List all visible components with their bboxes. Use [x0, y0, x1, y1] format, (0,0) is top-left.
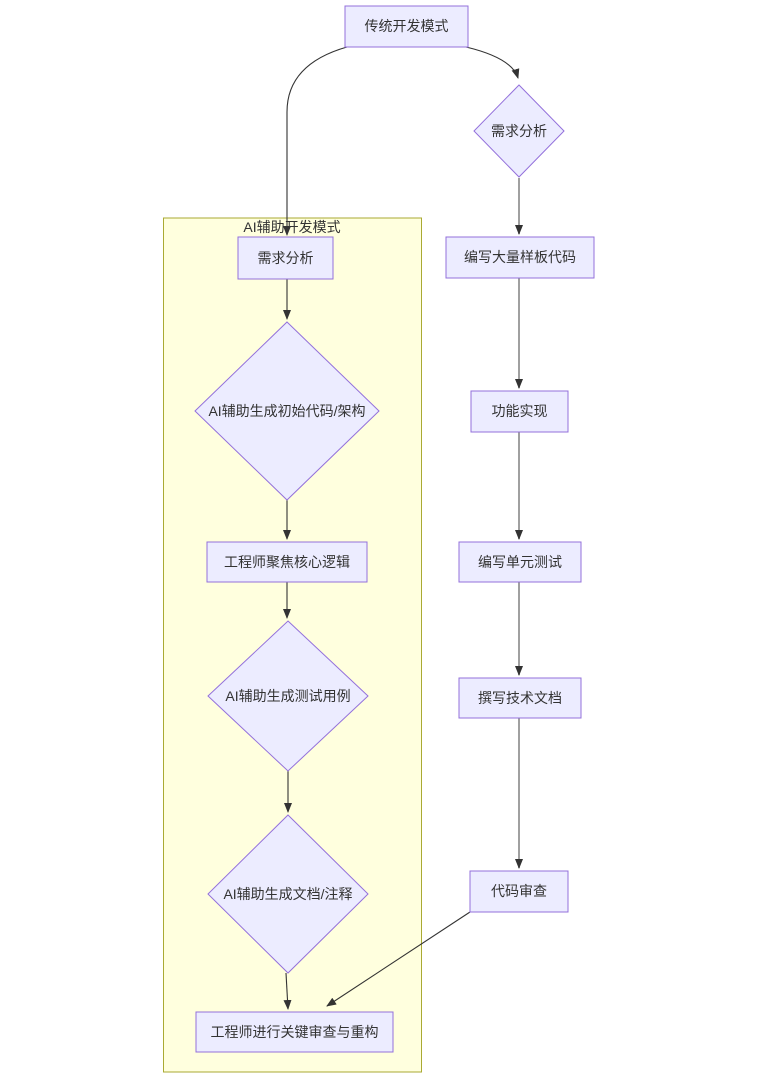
node-ai-core-logic-shape [206, 541, 368, 583]
node-ai-final-review-shape [195, 1011, 394, 1053]
edge-code-review-to-final-review [326, 911, 471, 1007]
node-trad-code-review-shape [469, 870, 569, 913]
node-trad-implementation-shape [470, 390, 569, 433]
node-trad-boilerplate-shape [445, 236, 595, 279]
node-ai-generate-docs-shape [207, 814, 369, 974]
node-ai-generate-tests-shape [207, 620, 369, 772]
node-trad-tech-docs-shape [458, 677, 582, 719]
node-ai-requirements-shape [237, 236, 334, 280]
node-ai-generate-code-shape [194, 321, 380, 501]
node-trad-unit-tests-shape [458, 541, 582, 583]
edge-root-to-trad-requirements [465, 46, 520, 79]
node-trad-requirements-shape [473, 84, 565, 178]
node-traditional-root-shape [344, 5, 469, 48]
edge-generate-docs-to-final-review [283, 972, 292, 1010]
edge-root-to-ai-requirements [283, 46, 348, 236]
